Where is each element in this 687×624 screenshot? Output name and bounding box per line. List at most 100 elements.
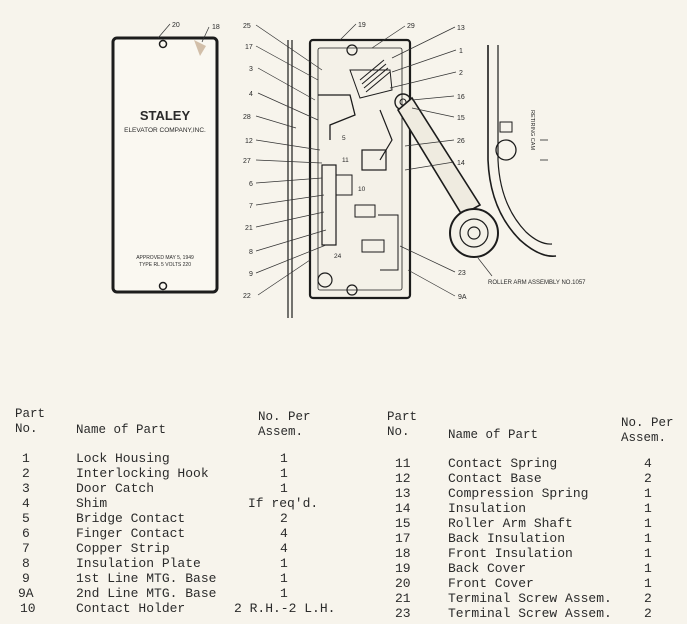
part-qty: 1: [644, 576, 652, 591]
callout-29: 29: [407, 23, 415, 30]
part-name: Bridge Contact: [76, 511, 186, 526]
part-name: Back Cover: [448, 561, 527, 576]
callout-28: 28: [243, 114, 251, 121]
callout-24: 24: [334, 253, 342, 260]
part-qty: 1: [280, 586, 288, 601]
callout-7: 7: [249, 203, 253, 210]
table-row: 5 Bridge Contact 2: [0, 511, 380, 526]
part-number: 13: [395, 486, 411, 501]
table-row: 14 Insulation 1: [0, 501, 687, 516]
callout-9a: 9A: [458, 294, 467, 301]
callout-15: 15: [457, 115, 465, 122]
part-qty: 4: [644, 456, 652, 471]
callout-9: 9: [249, 271, 253, 278]
part-number: 17: [395, 531, 411, 546]
retiring-cam: [487, 45, 557, 257]
part-qty: 2: [280, 511, 288, 526]
part-qty: 1: [280, 451, 288, 466]
left-leaders: [255, 24, 327, 296]
part-qty: 2 R.H.-2 L.H.: [234, 601, 336, 616]
callout-19: 19: [358, 22, 366, 29]
left-callouts: 25 17 3 4 28 12 27 6 7 21 8 9 22: [243, 23, 253, 300]
part-number: 9A: [18, 586, 34, 601]
part-qty: 1: [644, 546, 652, 561]
callout-6: 6: [249, 181, 253, 188]
table-row: 2 Interlocking Hook 1: [0, 466, 380, 481]
part-name: Shim: [76, 496, 108, 511]
part-number: 18: [395, 546, 411, 561]
part-name: Insulation Plate: [76, 556, 201, 571]
part-number: 12: [395, 471, 411, 486]
part-name: Terminal Screw Assem.: [448, 591, 612, 606]
part-number: 1: [22, 451, 30, 466]
part-number: 15: [395, 516, 411, 531]
callout-21: 21: [245, 225, 253, 232]
part-qty: 2: [644, 471, 652, 486]
roller-arm-assembly: [396, 96, 499, 258]
part-qty: 4: [280, 526, 288, 541]
part-number: 4: [22, 496, 30, 511]
part-number: 5: [22, 511, 30, 526]
table-row: 9 1st Line MTG. Base 1: [0, 571, 380, 586]
table-row: 13 Compression Spring 1: [0, 486, 687, 501]
part-name: Contact Holder: [76, 601, 186, 616]
callout-4: 4: [249, 91, 253, 98]
lock-housing: [287, 38, 412, 318]
part-name: Back Insulation: [448, 531, 566, 546]
table-row: 17 Back Insulation 1: [0, 531, 687, 546]
table-row: 4 Shim If req'd.: [0, 496, 380, 511]
callout-17: 17: [245, 44, 253, 51]
part-qty: 4: [280, 541, 288, 556]
callout-2: 2: [459, 70, 463, 77]
part-name: Finger Contact: [76, 526, 186, 541]
plate-approved: APPROVED MAY 5, 1949: [136, 255, 194, 261]
part-number: 21: [395, 591, 411, 606]
table-row: 9A 2nd Line MTG. Base 1: [0, 586, 380, 601]
part-name: Terminal Screw Assem.: [448, 606, 612, 621]
callout-14: 14: [457, 160, 465, 167]
table-row: 21 Terminal Screw Assem. 2: [0, 591, 687, 606]
part-name: Compression Spring: [448, 486, 589, 501]
table-row: 1 Lock Housing 1: [0, 451, 380, 466]
part-name: Contact Spring: [448, 456, 558, 471]
roller-arm-label: ROLLER ARM ASSEMBLY NO.1057: [488, 280, 586, 286]
header-per-assem-left: No. Per Assem.: [258, 410, 311, 439]
part-number: 20: [395, 576, 411, 591]
table-row: 6 Finger Contact 4: [0, 526, 380, 541]
part-number: 2: [22, 466, 30, 481]
part-number: 8: [22, 556, 30, 571]
table-row: 7 Copper Strip 4: [0, 541, 380, 556]
part-number: 3: [22, 481, 30, 496]
front-cover-plate: STALEY ELEVATOR COMPANY,INC. APPROVED MA…: [111, 36, 219, 294]
callout-11: 11: [342, 157, 349, 164]
part-qty: 1: [644, 516, 652, 531]
part-qty: 1: [280, 571, 288, 586]
table-row: 20 Front Cover 1: [0, 576, 687, 591]
part-number: 6: [22, 526, 30, 541]
part-number: 14: [395, 501, 411, 516]
header-name-left: Name of Part: [76, 423, 167, 437]
part-name: Front Insulation: [448, 546, 573, 561]
part-qty: 1: [644, 501, 652, 516]
part-qty: 2: [644, 591, 652, 606]
part-qty: 1: [644, 531, 652, 546]
header-name-right: Name of Part: [448, 428, 539, 442]
table-row: 23 Terminal Screw Assem. 2: [0, 606, 687, 621]
part-name: Contact Base: [448, 471, 542, 486]
callout-18: 18: [212, 24, 220, 31]
callout-12: 12: [245, 138, 253, 145]
table-row: 15 Roller Arm Shaft 1: [0, 516, 687, 531]
part-qty: 1: [280, 481, 288, 496]
part-qty: 1: [280, 466, 288, 481]
part-name: Door Catch: [76, 481, 155, 496]
part-number: 9: [22, 571, 30, 586]
part-name: 2nd Line MTG. Base: [76, 586, 217, 601]
part-number: 7: [22, 541, 30, 556]
header-per-assem-right: No. Per Assem.: [621, 416, 674, 445]
callout-27: 27: [243, 158, 251, 165]
part-qty: 2: [644, 606, 652, 621]
callout-3: 3: [249, 66, 253, 73]
part-number: 10: [20, 601, 36, 616]
